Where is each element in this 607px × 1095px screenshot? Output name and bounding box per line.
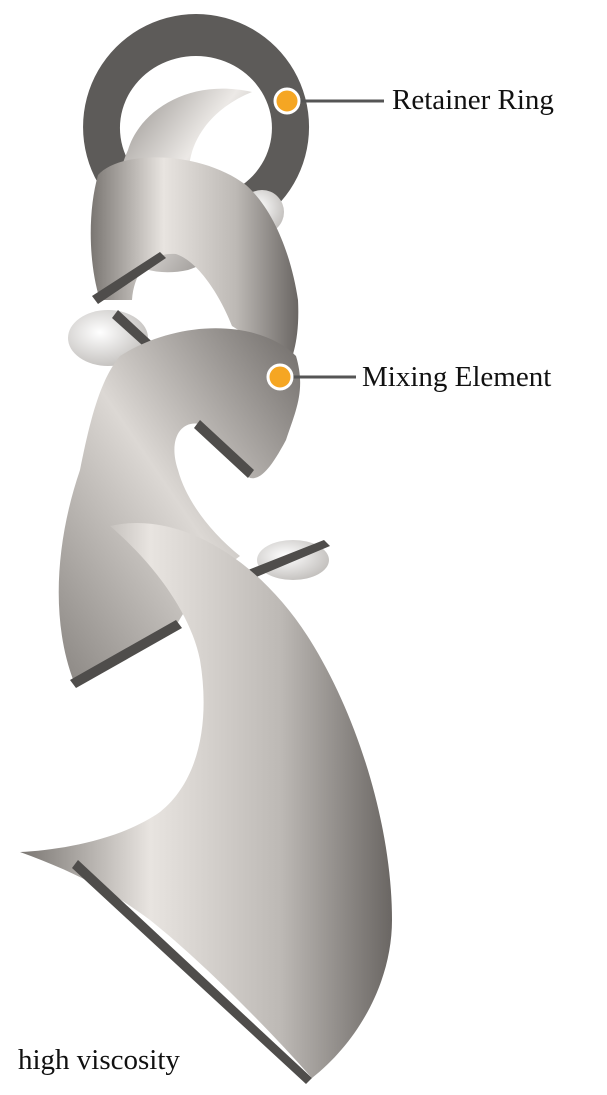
- caption-fragment: high viscosity: [18, 1046, 180, 1075]
- mixing-element-label: Mixing Element: [362, 363, 551, 392]
- mixing-element-marker: [268, 365, 292, 389]
- retainer-ring-label: Retainer Ring: [392, 86, 554, 115]
- retainer-ring-marker: [275, 89, 299, 113]
